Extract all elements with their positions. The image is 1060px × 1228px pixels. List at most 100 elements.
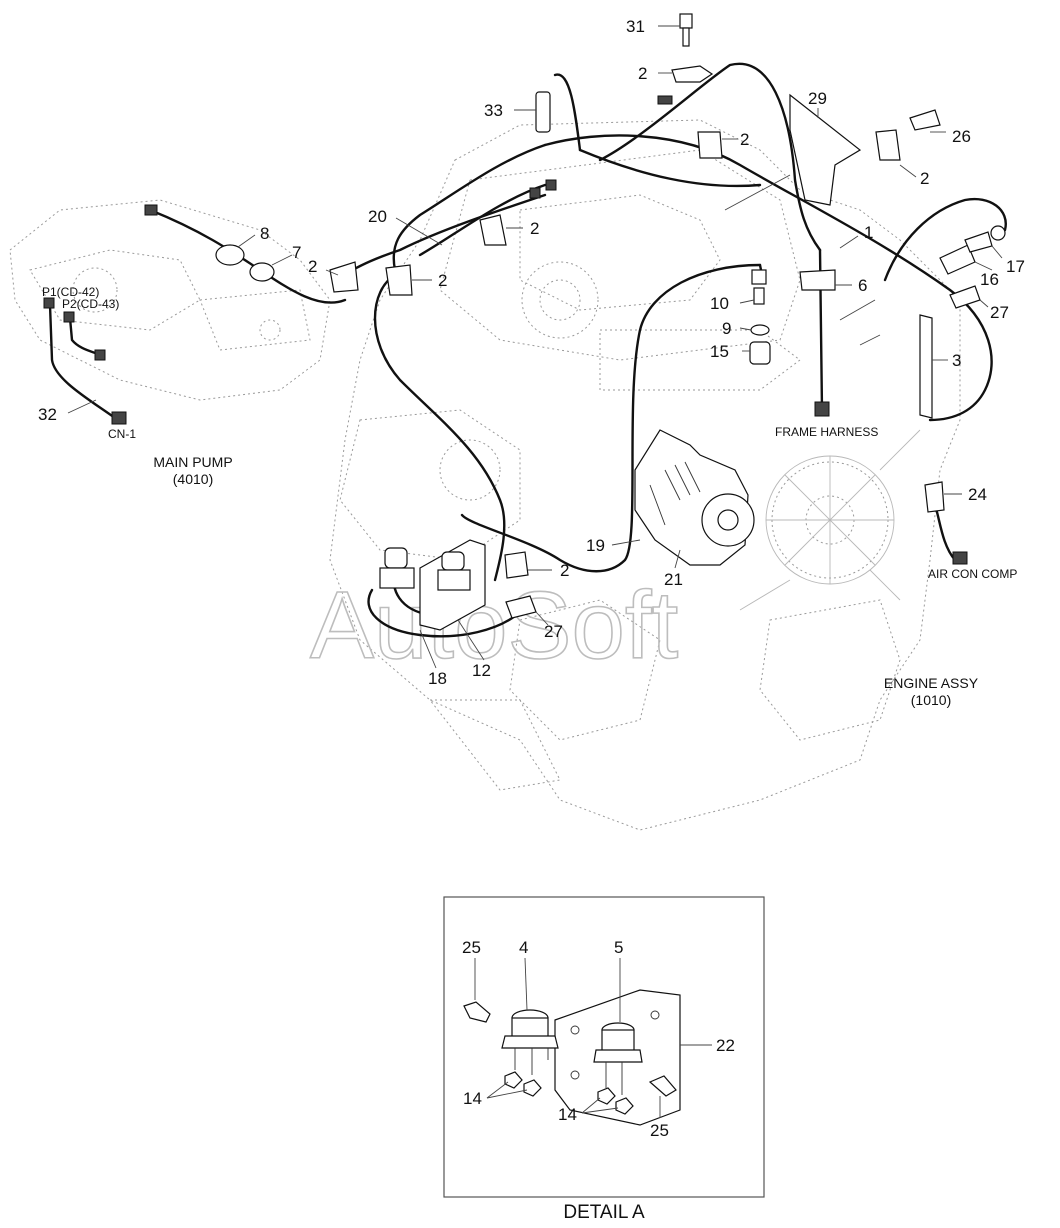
callout-16: 16 (980, 270, 999, 289)
callout-25: 25 (462, 938, 481, 957)
callout-9: 9 (722, 319, 731, 338)
callout-33: 33 (484, 101, 503, 120)
part-31-shank (682, 27, 690, 47)
callout-2: 2 (740, 130, 749, 149)
connector-frame-harness (814, 401, 830, 417)
caption-main-pump-code: (4010) (173, 471, 213, 487)
callout-15: 15 (710, 342, 729, 361)
tag-cn1: CN-1 (108, 427, 136, 441)
connector-p2 (63, 311, 75, 323)
main-pump-ghost-outline (9, 199, 331, 401)
part-2-clamp-f (504, 551, 529, 579)
callout-18: 18 (428, 669, 447, 688)
tag-p1: P1(CD-42) (42, 285, 99, 299)
callout-21: 21 (664, 570, 683, 589)
callout-2: 2 (920, 169, 929, 188)
part-9-washer (750, 324, 770, 336)
callouts: 31 2 33 29 2 26 2 20 2 8 7 2 2 1 6 17 16… (38, 17, 1025, 688)
connector-tags: P1(CD-42) P2(CD-43) CN-1 FRAME HARNESS A… (42, 285, 1017, 581)
connector-mid-a (529, 187, 541, 199)
part-31-bolt (679, 13, 693, 29)
caption-main-pump: MAIN PUMP (153, 454, 232, 470)
caption-engine-assy-code: (1010) (911, 692, 951, 708)
part-2-clamp-c (479, 214, 507, 246)
callout-2: 2 (308, 257, 317, 276)
callout-20: 20 (368, 207, 387, 226)
callout-5: 5 (614, 938, 623, 957)
part-8-clamp (215, 244, 245, 266)
callout-7: 7 (292, 243, 301, 262)
connector-air-con (952, 551, 968, 565)
connector-top (657, 95, 673, 105)
part-12-solenoid-top (441, 551, 465, 571)
part-27-sensor-upper (949, 285, 981, 309)
callout-17: 17 (1006, 257, 1025, 276)
connector-pump-a (144, 204, 158, 216)
connector-mid-b (545, 179, 557, 191)
watermark: AutoSoft (310, 572, 678, 679)
callout-25: 25 (650, 1121, 669, 1140)
part-29-plate (789, 93, 862, 206)
part-14-nut-c (597, 1087, 616, 1105)
callout-32: 32 (38, 405, 57, 424)
part-14-nut-b (523, 1079, 542, 1097)
callout-29: 29 (808, 89, 827, 108)
connector-p1 (43, 297, 55, 309)
callout-27: 27 (990, 303, 1009, 322)
callout-4: 4 (519, 938, 528, 957)
connector-32-mid (94, 349, 106, 361)
connector-cn1 (111, 411, 127, 425)
part-12-solenoid-body (437, 569, 471, 591)
tag-p2: P2(CD-43) (62, 297, 119, 311)
part-2-clamp-d (385, 264, 413, 296)
tag-air-con-comp: AIR CON COMP (928, 567, 1017, 581)
part-17-cap (990, 225, 1006, 241)
part-25-bolt-left (463, 1001, 491, 1023)
part-7-clamp (249, 262, 275, 282)
part-17-sensor (964, 231, 993, 253)
part-10-cap (751, 269, 767, 285)
part-3-ground-strap (919, 314, 933, 419)
callout-2: 2 (530, 219, 539, 238)
part-10-sensor (753, 287, 765, 305)
caption-engine-assy: ENGINE ASSY (884, 675, 979, 691)
callout-8: 8 (260, 224, 269, 243)
part-18-solenoid-top (384, 547, 408, 569)
detail-a-title: DETAIL A (563, 1202, 645, 1223)
detail-a-panel: 25 4 5 22 14 14 25 (443, 896, 765, 1198)
tag-frame-harness: FRAME HARNESS (775, 425, 878, 439)
wiring-harness (48, 62, 1007, 638)
part-33-plug (535, 91, 551, 133)
callout-31: 31 (626, 17, 645, 36)
part-6-clip (799, 269, 836, 291)
parts (43, 13, 1006, 631)
part-25-bolt-right (648, 1075, 677, 1097)
part-2-clamp-top (671, 65, 714, 83)
part-18-solenoid-body (379, 567, 415, 589)
callout-14: 14 (463, 1089, 482, 1108)
part-14-nut-a (504, 1071, 523, 1089)
fan-ghost-outline (739, 429, 921, 611)
assembly-captions: MAIN PUMP (4010) ENGINE ASSY (1010) (153, 454, 978, 708)
callout-2: 2 (438, 271, 447, 290)
callout-27: 27 (544, 622, 563, 641)
callout-26: 26 (952, 127, 971, 146)
callout-2: 2 (638, 64, 647, 83)
callout-2: 2 (560, 561, 569, 580)
part-4-flange (501, 1035, 559, 1049)
part-2-clamp-a (697, 131, 723, 159)
part-5-flange (593, 1049, 643, 1063)
leader-lines (67, 25, 1003, 669)
part-2-clamp-e (329, 261, 359, 293)
callout-19: 19 (586, 536, 605, 555)
callout-24: 24 (968, 485, 987, 504)
part-2-clamp-b (875, 129, 901, 161)
detail-a-frame (443, 896, 765, 1198)
part-15-adapter (749, 341, 771, 365)
callout-6: 6 (858, 276, 867, 295)
callout-22: 22 (716, 1036, 735, 1055)
callout-10: 10 (710, 294, 729, 313)
callout-3: 3 (952, 351, 961, 370)
callout-12: 12 (472, 661, 491, 680)
